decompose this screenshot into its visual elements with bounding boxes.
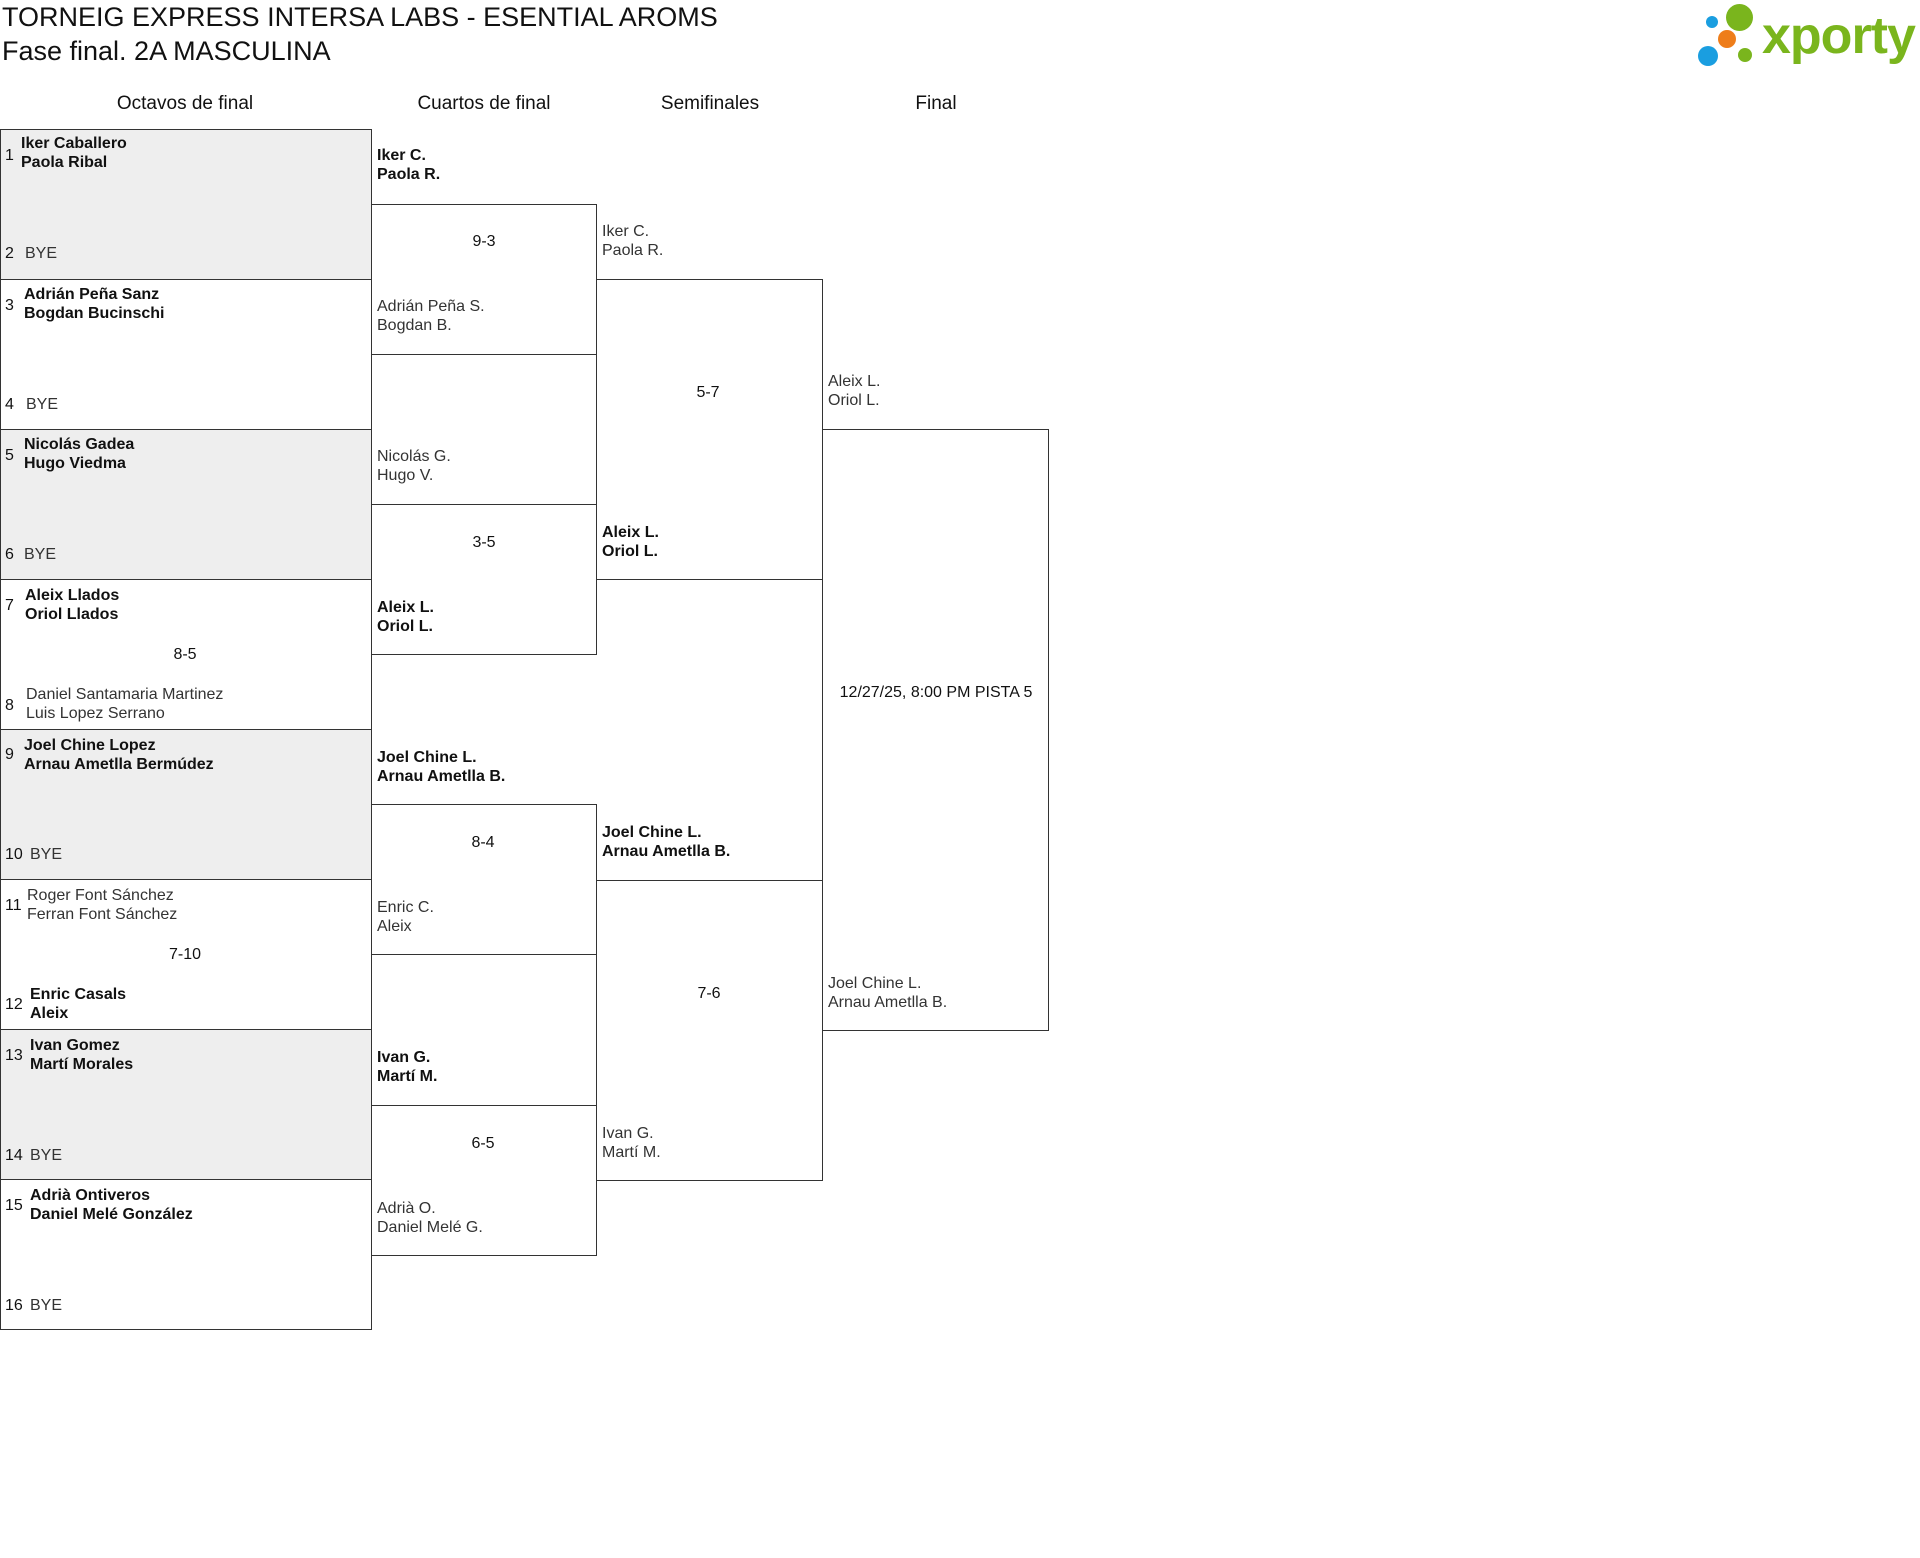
seed-number: 3: [5, 297, 14, 314]
team-names: Iker C.Paola R.: [602, 223, 664, 259]
cuartos-match-3[interactable]: [371, 804, 597, 955]
team-names: Iker C.Paola R.: [377, 147, 441, 183]
logo-text: xporty: [1762, 7, 1916, 65]
seed-number: 1: [5, 147, 14, 164]
team-names: BYE: [30, 1297, 63, 1314]
octavos-match-1[interactable]: [0, 129, 372, 280]
seed-number: 13: [5, 1047, 23, 1064]
match-score: 9-3: [472, 233, 496, 250]
phase-subtitle: Fase final. 2A MASCULINA: [2, 36, 331, 66]
team-names: Aleix L.Oriol L.: [377, 599, 434, 635]
octavos-match-7[interactable]: [0, 1029, 372, 1180]
seed-number: 9: [5, 746, 14, 763]
logo-dot-small-blue-icon: [1706, 16, 1718, 28]
match-score: 7-10: [168, 946, 202, 963]
team-names: Ivan G.Martí M.: [377, 1049, 438, 1085]
round-header-semifinales: Semifinales: [660, 93, 760, 114]
team-names: BYE: [30, 1147, 63, 1164]
team-names: BYE: [25, 245, 58, 262]
seed-number: 5: [5, 447, 14, 464]
seed-number: 2: [5, 245, 14, 262]
seed-number: 15: [5, 1197, 23, 1214]
team-names: Nicolás G.Hugo V.: [377, 448, 451, 484]
round-header-octavos: Octavos de final: [116, 93, 254, 114]
seed-number: 11: [5, 897, 22, 914]
tournament-title: TORNEIG EXPRESS INTERSA LABS - ESENTIAL …: [2, 2, 718, 32]
octavos-match-5[interactable]: [0, 729, 372, 880]
seed-number: 7: [5, 597, 14, 614]
match-score: 8-4: [471, 834, 495, 851]
final-match[interactable]: [822, 429, 1049, 1031]
logo-dot-small-green-icon: [1738, 48, 1752, 62]
match-score: 3-5: [472, 534, 496, 551]
match-score: 7-6: [697, 985, 721, 1002]
logo-dot-orange-icon: [1718, 30, 1736, 48]
team-names: BYE: [24, 546, 57, 563]
team-names: Adrià O.Daniel Melé G.: [377, 1200, 483, 1236]
logo-dot-blue-icon: [1698, 46, 1718, 66]
round-header-final: Final: [915, 93, 957, 114]
team-names: BYE: [30, 846, 63, 863]
seed-number: 14: [5, 1147, 23, 1164]
seed-number: 8: [5, 697, 14, 714]
seed-number: 12: [5, 996, 23, 1013]
team-names: BYE: [26, 396, 59, 413]
seed-number: 6: [5, 546, 14, 563]
match-score: 5-7: [696, 384, 720, 401]
seed-number: 16: [5, 1297, 23, 1314]
final-schedule: 12/27/25, 8:00 PM PISTA 5: [839, 684, 1033, 701]
team-names: Joel Chine L.Arnau Ametlla B.: [828, 975, 948, 1011]
match-score: 6-5: [471, 1135, 495, 1152]
round-header-cuartos: Cuartos de final: [417, 93, 551, 114]
team-names: Joel Chine L.Arnau Ametlla B.: [377, 749, 506, 785]
logo-dot-green-icon: [1726, 4, 1753, 31]
seed-number: 4: [5, 396, 14, 413]
seed-number: 10: [5, 846, 23, 863]
xporty-logo[interactable]: xporty: [1696, 2, 1920, 72]
team-names: Aleix L.Oriol L.: [828, 373, 881, 409]
team-names: Adrián Peña S.Bogdan B.: [377, 298, 485, 334]
team-names: Joel Chine L.Arnau Ametlla B.: [602, 824, 731, 860]
octavos-match-3[interactable]: [0, 429, 372, 580]
team-names: Enric C.Aleix: [377, 899, 434, 935]
match-score: 8-5: [173, 646, 197, 663]
team-names: Aleix L.Oriol L.: [602, 524, 659, 560]
team-names: Ivan G.Martí M.: [602, 1125, 661, 1161]
